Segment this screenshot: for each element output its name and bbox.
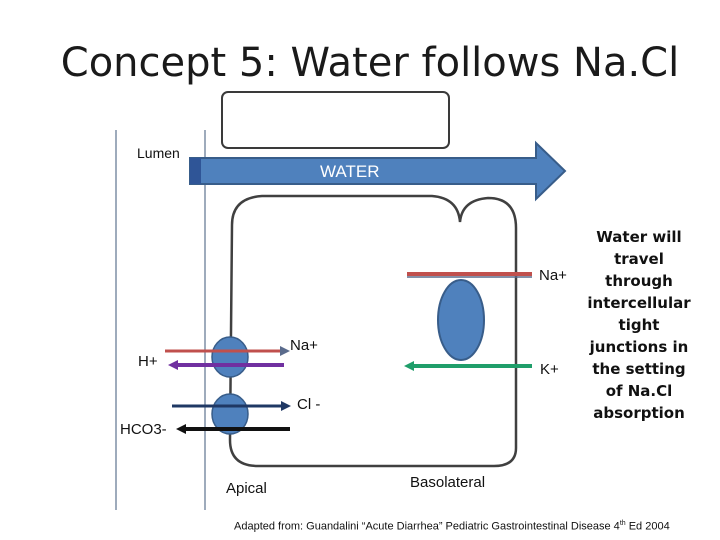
cl-hco3-exchanger: [211, 393, 249, 435]
bicarbonate-efflux-arrowhead: [176, 424, 186, 434]
water-note: Water will travel through intercellular …: [587, 228, 691, 422]
water-label: WATER: [320, 162, 380, 181]
empty-text-box: [221, 91, 450, 149]
citation-prefix: Adapted from: Guandalini “Acute Diarrhea…: [234, 520, 620, 533]
citation-suffix: Ed 2004: [625, 520, 670, 533]
sodium-basolateral-label: Na+: [539, 267, 567, 284]
water-arrow-tail: [190, 158, 201, 184]
sodium-apical-label: Na+: [290, 337, 318, 354]
bicarbonate-label: HCO3-: [120, 421, 167, 438]
apical-label: Apical: [226, 480, 267, 497]
lumen-label: Lumen: [137, 145, 180, 161]
slide-title: Concept 5: Water follows Na.Cl: [60, 40, 680, 86]
sodium-influx-arrowhead: [280, 346, 290, 356]
potassium-arrowhead: [404, 361, 414, 371]
chloride-label: Cl -: [297, 396, 321, 413]
na-k-pump: [437, 279, 485, 361]
cell-outline: [228, 194, 518, 468]
basolateral-label: Basolateral: [410, 474, 486, 491]
proton-efflux-arrowhead: [168, 360, 178, 370]
na-h-exchanger: [211, 336, 249, 378]
citation: Adapted from: Guandalini “Acute Diarrhea…: [234, 520, 670, 533]
water-arrow: [189, 140, 567, 202]
proton-label: H+: [138, 353, 158, 370]
citation-sup: th: [619, 520, 626, 527]
chloride-influx-arrowhead: [281, 401, 291, 411]
potassium-label: K+: [540, 361, 559, 378]
